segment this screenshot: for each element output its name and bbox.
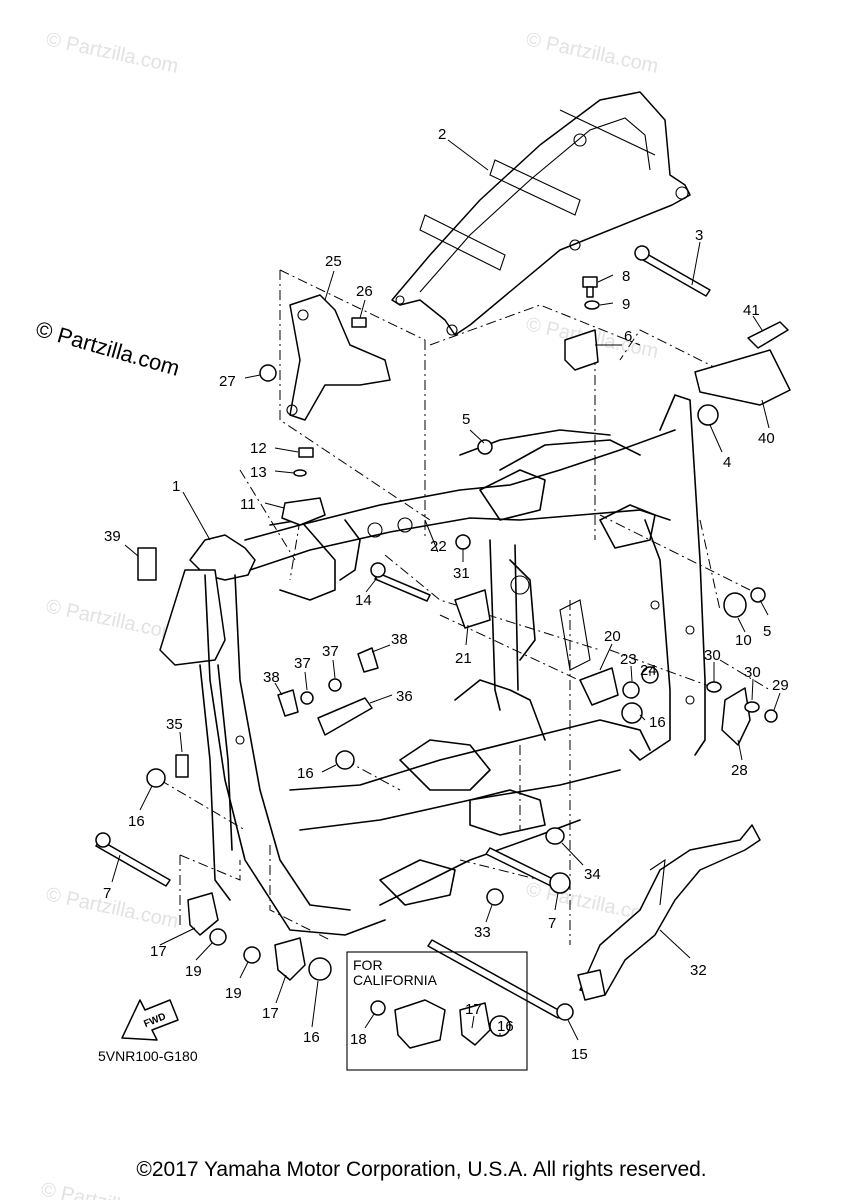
california-inset-title: FOR CALIFORNIA [353, 958, 437, 988]
callout-leaders [111, 139, 781, 1041]
callout-11: 11 [240, 496, 256, 513]
callout-18: 18 [350, 1031, 367, 1048]
callout-33: 33 [474, 924, 491, 941]
callout-13: 13 [250, 464, 267, 481]
callout-19: 19 [225, 985, 242, 1002]
callout-4: 4 [723, 454, 731, 471]
callout-31: 31 [453, 565, 470, 582]
callout-17: 17 [262, 1005, 279, 1022]
callout-30: 30 [744, 664, 761, 681]
callout-2: 2 [438, 126, 446, 143]
assembly-guide-lines [159, 269, 771, 945]
callout-37: 37 [322, 643, 339, 660]
callout-25: 25 [325, 253, 342, 270]
bracket-part-25 [286, 294, 391, 421]
callout-30: 30 [704, 647, 721, 664]
callout-20: 20 [604, 628, 621, 645]
callout-19: 19 [185, 963, 202, 980]
callout-10: 10 [735, 632, 752, 649]
callout-36: 36 [396, 688, 413, 705]
callout-1: 1 [172, 478, 180, 495]
main-frame-part-1 [159, 394, 706, 936]
callout-34: 34 [584, 866, 601, 883]
bracket-part-32 [577, 824, 761, 1001]
callout-21: 21 [455, 650, 472, 667]
callout-16: 16 [497, 1018, 514, 1035]
california-inset-line1: FOR [353, 957, 383, 973]
callout-29: 29 [772, 677, 789, 694]
callout-3: 3 [695, 227, 703, 244]
callout-12: 12 [250, 440, 267, 457]
callout-5: 5 [462, 411, 470, 428]
callout-38: 38 [263, 669, 280, 686]
callout-17: 17 [150, 943, 167, 960]
callout-16: 16 [303, 1029, 320, 1046]
watermark: © Partzilla.com [524, 28, 660, 78]
callout-39: 39 [104, 528, 121, 545]
california-inset [346, 951, 528, 1071]
callout-16: 16 [649, 714, 666, 731]
callout-35: 35 [166, 716, 183, 733]
callout-26: 26 [356, 283, 373, 300]
hardware [95, 245, 791, 1046]
callout-15: 15 [571, 1046, 588, 1063]
callout-22: 22 [430, 538, 447, 555]
callout-38: 38 [391, 631, 408, 648]
callout-7: 7 [103, 885, 111, 902]
watermark: © Partzilla.com [44, 883, 180, 933]
callout-24: 24 [640, 662, 657, 679]
callout-27: 27 [219, 373, 236, 390]
callout-labels: 1 2 3 4 5 5 6 7 7 8 9 10 11 12 13 14 15 … [103, 126, 789, 1063]
callout-6: 6 [624, 328, 632, 345]
callout-41: 41 [743, 302, 760, 319]
watermark: © Partzilla.com [44, 595, 180, 645]
callout-23: 23 [620, 651, 637, 668]
callout-37: 37 [294, 655, 311, 672]
callout-14: 14 [355, 592, 372, 609]
callout-5: 5 [763, 623, 771, 640]
watermark: © Partzilla.com [44, 28, 180, 78]
callout-28: 28 [731, 762, 748, 779]
callout-17: 17 [465, 1001, 482, 1018]
callout-7: 7 [548, 915, 556, 932]
callout-16: 16 [128, 813, 145, 830]
california-inset-line2: CALIFORNIA [353, 972, 438, 988]
callout-40: 40 [758, 430, 775, 447]
fwd-arrow: FWD [121, 999, 179, 1041]
diagram-code: 5VNR100-G180 [98, 1048, 198, 1064]
callout-32: 32 [690, 962, 707, 979]
callout-9: 9 [622, 296, 630, 313]
callout-16: 16 [297, 765, 314, 782]
copyright-notice: ©2017 Yamaha Motor Corporation, U.S.A. A… [136, 1158, 707, 1181]
callout-8: 8 [622, 268, 630, 285]
rear-fender-part-2 [391, 91, 691, 336]
